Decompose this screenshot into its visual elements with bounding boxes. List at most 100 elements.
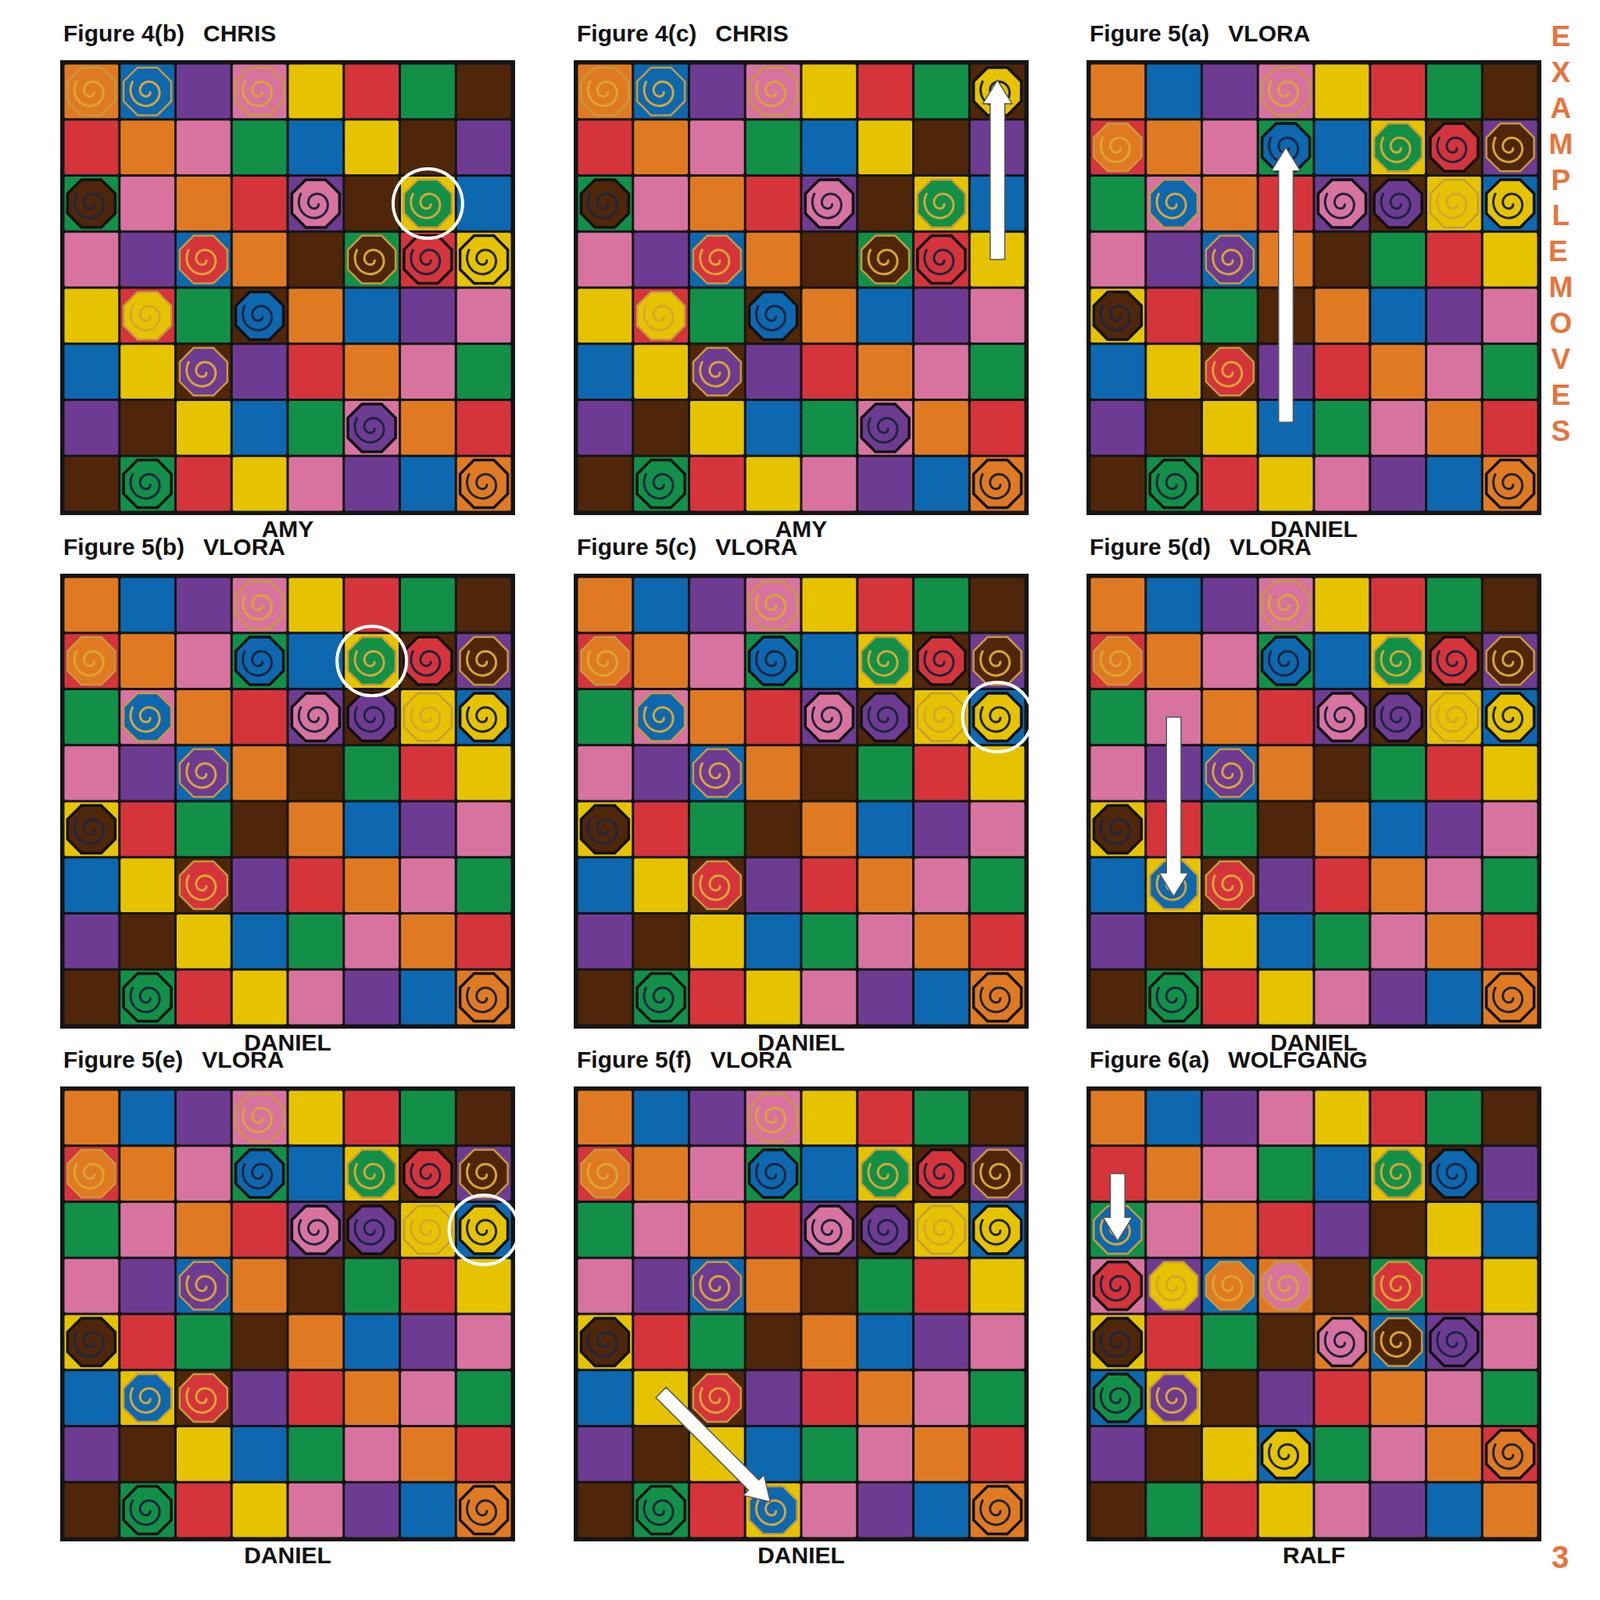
dragon-emblem xyxy=(1493,193,1523,219)
board-square xyxy=(633,1146,688,1201)
dragon-emblem xyxy=(1213,361,1243,387)
board-square xyxy=(970,746,1025,801)
board-square xyxy=(1259,578,1314,633)
board-square xyxy=(1315,1370,1370,1425)
board-square xyxy=(633,914,688,969)
board-square xyxy=(1315,802,1370,857)
board-square xyxy=(578,1315,633,1370)
dragon-emblem xyxy=(756,80,786,106)
board-square xyxy=(970,578,1025,633)
board-square xyxy=(344,64,399,119)
board-square xyxy=(400,1202,455,1257)
board-square xyxy=(802,914,857,969)
dragon-emblem xyxy=(467,987,497,1013)
board-square xyxy=(64,970,119,1025)
board-square xyxy=(578,1427,633,1482)
board-square xyxy=(176,289,231,344)
dragon-tower xyxy=(749,67,798,115)
highlight-ring xyxy=(393,168,463,239)
board-square xyxy=(64,1427,119,1482)
dragon-tower xyxy=(749,1149,798,1198)
board-square xyxy=(914,64,969,119)
board-square xyxy=(1146,1483,1201,1538)
player-name: VLORA xyxy=(1227,19,1311,48)
dragon-tower xyxy=(1149,460,1198,509)
board-square xyxy=(176,970,231,1025)
board-square xyxy=(746,232,801,287)
board-square xyxy=(1259,1483,1314,1538)
board-square xyxy=(1146,120,1201,175)
board-square xyxy=(802,232,857,287)
dragon-tower xyxy=(236,1149,284,1198)
board-square xyxy=(1202,232,1257,287)
board-square xyxy=(970,970,1025,1025)
board-square xyxy=(1202,1259,1257,1314)
dragon-emblem xyxy=(812,706,842,732)
board-square xyxy=(970,914,1025,969)
board-square xyxy=(578,1370,633,1425)
dragon-tower xyxy=(1374,1317,1422,1366)
move-arrow xyxy=(983,80,1013,261)
board-frame xyxy=(573,573,1029,1029)
board-square xyxy=(914,746,969,801)
board-square xyxy=(289,400,344,455)
dragon-tower xyxy=(236,67,284,115)
board-square xyxy=(64,858,119,913)
dragon-emblem xyxy=(130,706,160,732)
board-square xyxy=(633,578,688,633)
board-square xyxy=(120,746,175,801)
board-square xyxy=(344,400,399,455)
board-square xyxy=(1315,970,1370,1025)
figure-number: Figure 4(c) xyxy=(576,19,697,48)
dragon-emblem xyxy=(644,304,673,330)
dragon-emblem xyxy=(243,1163,273,1189)
board-figure: Figure 5(b)VLORADANIEL xyxy=(63,531,512,1059)
board-square xyxy=(400,1146,455,1201)
board-square xyxy=(1483,1315,1538,1370)
board-square xyxy=(914,858,969,913)
board-square xyxy=(1427,1370,1482,1425)
board-square xyxy=(633,858,688,913)
board-square xyxy=(1483,457,1538,512)
dragon-tower xyxy=(805,179,853,228)
board-square xyxy=(64,1146,119,1201)
board-square xyxy=(344,1091,399,1146)
board-square xyxy=(1259,1370,1314,1425)
board-square xyxy=(176,858,231,913)
board-square xyxy=(746,914,801,969)
board-frame xyxy=(60,1086,516,1542)
board-square xyxy=(1427,400,1482,455)
board-square xyxy=(344,1483,399,1538)
board-square xyxy=(1370,457,1425,512)
dragon-tower xyxy=(1262,637,1311,685)
board-square xyxy=(176,802,231,857)
board-square xyxy=(1259,858,1314,913)
dragon-tower xyxy=(460,1149,509,1198)
dragon-emblem xyxy=(587,1331,617,1357)
board-square xyxy=(578,176,633,231)
board-square xyxy=(633,400,688,455)
board-square xyxy=(1259,802,1314,857)
board-square xyxy=(914,1483,969,1538)
board-square xyxy=(1483,1370,1538,1425)
board-square xyxy=(802,578,857,633)
dragon-tower xyxy=(693,236,741,284)
dragon-tower xyxy=(1262,67,1311,115)
board-square xyxy=(1315,633,1370,688)
dragon-tower xyxy=(637,1486,685,1535)
board-square xyxy=(289,232,344,287)
dragon-emblem xyxy=(644,1499,673,1525)
board-square xyxy=(1315,289,1370,344)
dragon-emblem xyxy=(1100,818,1130,844)
board-square xyxy=(344,1259,399,1314)
board-square xyxy=(746,633,801,688)
board-square xyxy=(1427,690,1482,745)
dragon-emblem xyxy=(354,650,384,676)
board-square xyxy=(1259,970,1314,1025)
board-square xyxy=(858,690,913,745)
board-square xyxy=(633,802,688,857)
board-square xyxy=(1259,1315,1314,1370)
dragon-tower xyxy=(460,693,509,741)
board-square xyxy=(746,1146,801,1201)
board-square xyxy=(289,1091,344,1146)
